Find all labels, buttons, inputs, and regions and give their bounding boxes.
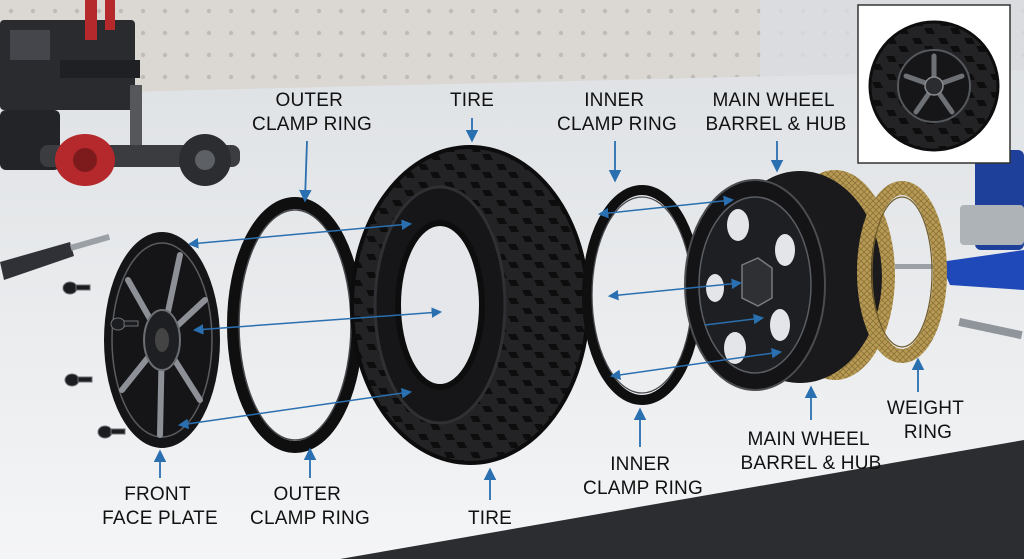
label-tire-top: TIRE bbox=[450, 90, 494, 111]
tire bbox=[350, 145, 590, 465]
label-outer-clamp-ring-top: OUTER CLAMP RING bbox=[252, 90, 372, 135]
rc-crawler-chassis-icon bbox=[0, 0, 240, 186]
label-main-wheel-top: MAIN WHEEL BARREL & HUB bbox=[705, 90, 846, 135]
front-face-plate bbox=[104, 232, 220, 448]
main-wheel-barrel-hub bbox=[684, 170, 895, 391]
weight-ring bbox=[857, 181, 947, 363]
label-inner-clamp-ring-bottom: INNER CLAMP RING bbox=[583, 454, 703, 499]
label-front-face-plate: FRONT FACE PLATE bbox=[102, 484, 218, 529]
label-outer-clamp-ring-bottom: OUTER CLAMP RING bbox=[250, 484, 370, 529]
screwdriver-icon bbox=[0, 233, 111, 280]
label-tire-bottom: TIRE bbox=[468, 508, 512, 529]
screwdriver-icon-right bbox=[895, 250, 1024, 340]
alignment-arrows bbox=[177, 195, 783, 430]
label-inner-clamp-ring-top: INNER CLAMP RING bbox=[557, 90, 677, 135]
label-weight-ring: WEIGHT RING bbox=[887, 398, 969, 443]
assembled-wheel-inset-icon bbox=[857, 4, 1011, 164]
labels: OUTER CLAMP RING TIRE INNER CLAMP RING M… bbox=[102, 90, 969, 529]
callout-arrows bbox=[153, 118, 925, 500]
label-main-wheel-bottom: MAIN WHEEL BARREL & HUB bbox=[740, 429, 881, 474]
screw-icon bbox=[62, 281, 139, 439]
